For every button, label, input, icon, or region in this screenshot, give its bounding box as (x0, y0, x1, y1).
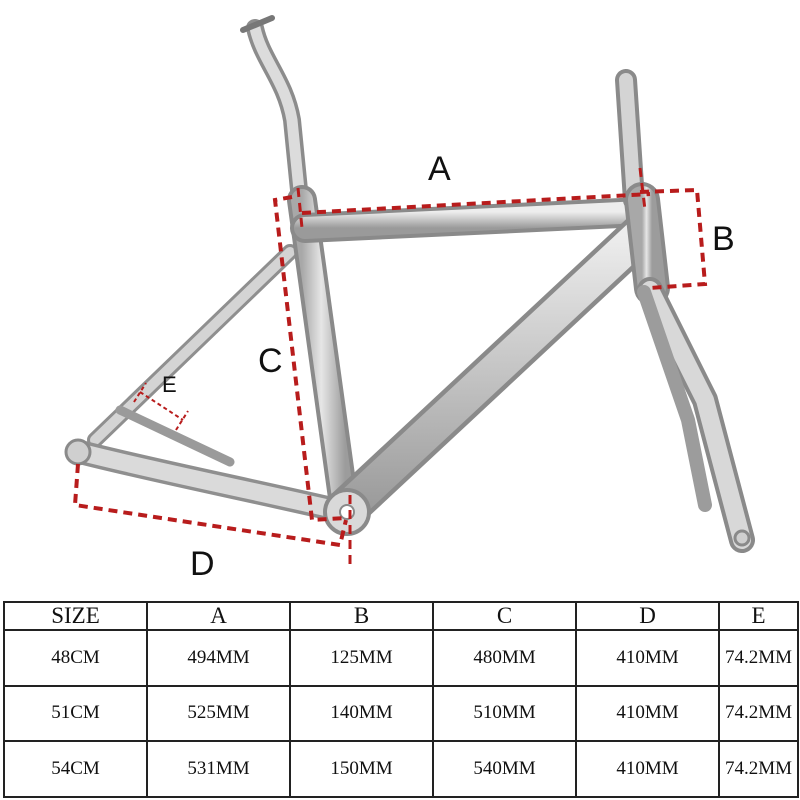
label-a: A (428, 150, 451, 188)
cell-size: 54CM (3, 740, 148, 798)
cell-size: 48CM (3, 629, 148, 687)
label-d: D (190, 545, 215, 583)
cell-d: 410MM (575, 684, 720, 743)
cell-b: 140MM (289, 684, 434, 743)
cell-a: 494MM (146, 629, 291, 687)
fork-dropout (733, 529, 751, 547)
header-size: SIZE (3, 601, 148, 631)
cell-a: 525MM (146, 684, 291, 743)
label-e: E (162, 372, 177, 397)
header-e: E (718, 601, 799, 631)
frame-tubes (64, 15, 755, 553)
cell-size: 51CM (3, 684, 148, 743)
cell-b: 150MM (289, 740, 434, 798)
cell-d: 410MM (575, 740, 720, 798)
dimension-lines (72, 167, 708, 565)
cell-b: 125MM (289, 629, 434, 687)
table-row: 51CM 525MM 140MM 510MM 410MM 74.2MM (3, 684, 799, 743)
cell-e: 74.2MM (718, 629, 799, 687)
seatpost-clamp (240, 15, 275, 33)
cell-c: 540MM (432, 740, 577, 798)
table-row: 54CM 531MM 150MM 540MM 410MM 74.2MM (3, 740, 799, 798)
cell-e: 74.2MM (718, 740, 799, 798)
label-b: B (712, 220, 735, 258)
table-row: 48CM 494MM 125MM 480MM 410MM 74.2MM (3, 629, 799, 687)
header-b: B (289, 601, 434, 631)
dimension-bracket-c (272, 195, 346, 523)
bike-frame-illustration: A B C D E (64, 15, 755, 583)
dimension-line-e (139, 391, 184, 421)
cell-d: 410MM (575, 629, 720, 687)
header-d: D (575, 601, 720, 631)
cell-a: 531MM (146, 740, 291, 798)
dimension-line-a (301, 192, 651, 215)
rear-dropout (64, 438, 92, 466)
chain-stay-bridge (115, 405, 235, 467)
size-chart: SIZE A B C D E 48CM 494MM 125MM 480MM 41… (3, 601, 799, 798)
cell-c: 480MM (432, 629, 577, 687)
cell-e: 74.2MM (718, 684, 799, 743)
size-table: SIZE A B C D E 48CM 494MM 125MM 480MM 41… (3, 601, 799, 798)
header-c: C (432, 601, 577, 631)
dimension-labels: A B C D E (162, 150, 735, 583)
header-a: A (146, 601, 291, 631)
dimension-bracket-d (72, 463, 348, 548)
table-header-row: SIZE A B C D E (3, 601, 799, 631)
label-c: C (258, 342, 283, 380)
cell-c: 510MM (432, 684, 577, 743)
